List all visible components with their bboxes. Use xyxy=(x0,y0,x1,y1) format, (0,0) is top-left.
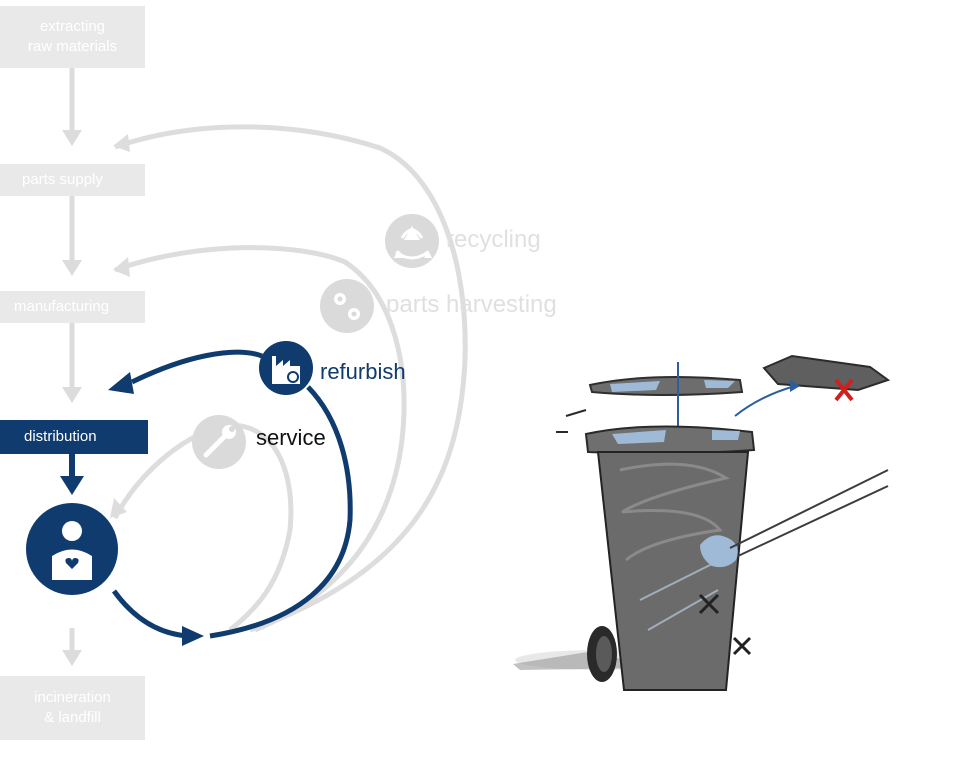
gears-icon xyxy=(320,279,374,333)
wheelie-bin-illustration xyxy=(513,356,888,690)
user-heart-icon xyxy=(26,503,118,595)
wrench-icon xyxy=(192,415,246,469)
service-label: service xyxy=(256,425,326,451)
recycling-label: recycling xyxy=(446,226,541,254)
stage-parts-supply: parts supply xyxy=(0,164,145,196)
stage-incineration-landfill: incineration & landfill xyxy=(0,676,145,740)
refurbish-loop xyxy=(60,352,350,646)
refurbish-label: refurbish xyxy=(320,359,406,385)
stage-extracting-raw-materials: extracting raw materials xyxy=(0,6,145,68)
parts-harvesting-label: parts harvesting xyxy=(386,291,557,319)
factory-icon xyxy=(259,341,313,395)
user-label: user xyxy=(55,599,84,616)
stage-distribution: distribution xyxy=(0,420,148,454)
recycle-icon xyxy=(385,214,439,268)
stage-manufacturing: manufacturing xyxy=(0,291,145,323)
